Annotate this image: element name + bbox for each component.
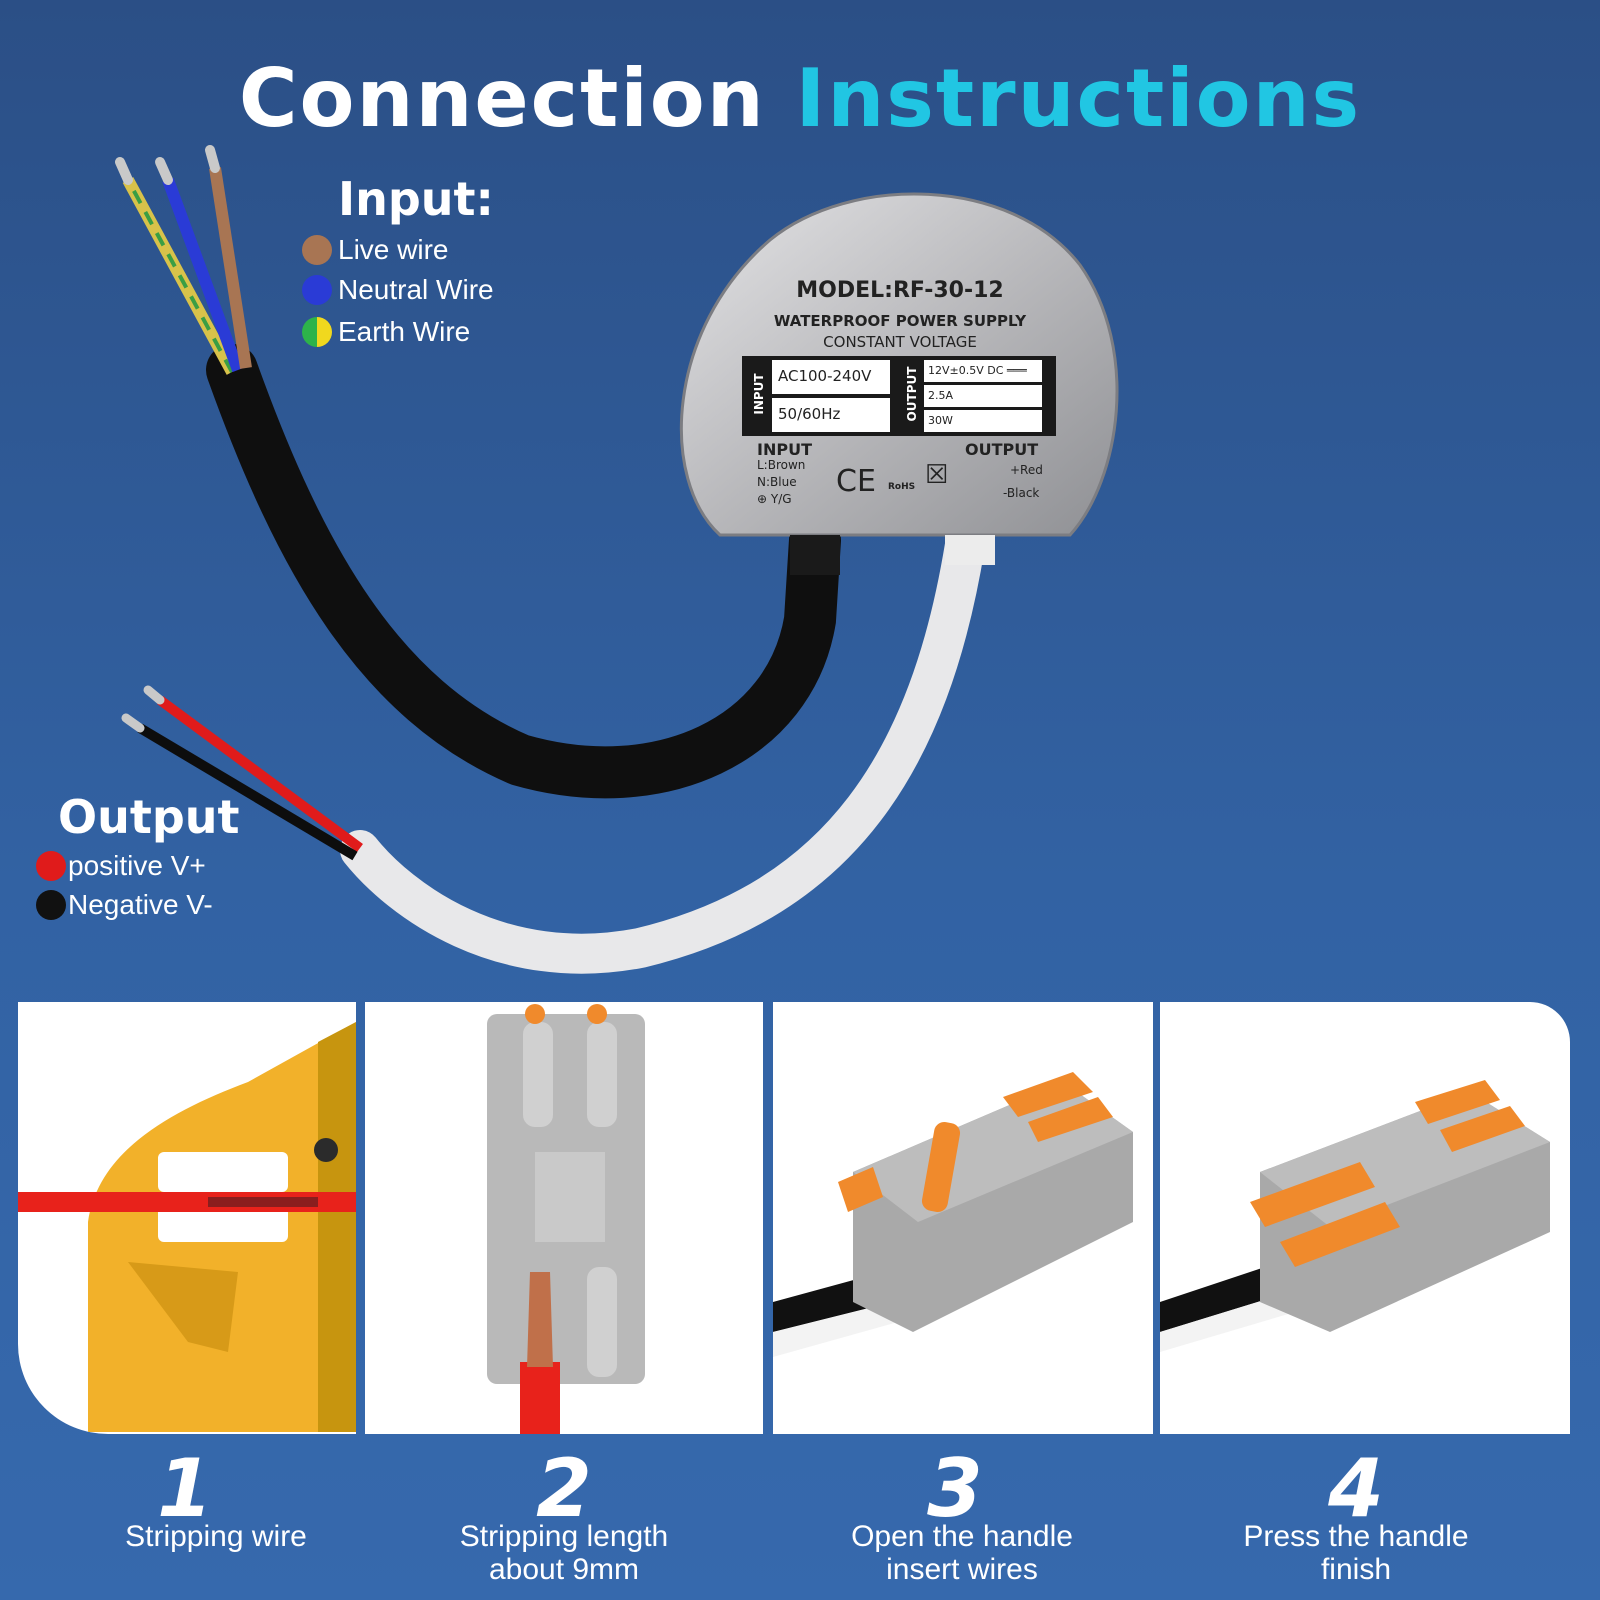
output-line-1: +Red bbox=[1010, 463, 1043, 477]
step-1-number: 1 bbox=[157, 1442, 213, 1535]
input-heading: INPUT bbox=[757, 440, 812, 459]
legend-neutral-wire: Neutral Wire bbox=[302, 274, 494, 306]
step-2-number: 2 bbox=[536, 1442, 592, 1535]
step-4-number: 4 bbox=[1328, 1442, 1384, 1535]
input-tag: INPUT bbox=[752, 373, 766, 415]
output-power: 30W bbox=[928, 414, 953, 427]
output-cable bbox=[340, 525, 985, 974]
connector-top-view-icon bbox=[487, 1004, 645, 1434]
input-frequency: 50/60Hz bbox=[778, 405, 841, 423]
neutral-wire bbox=[162, 177, 244, 373]
black-wire bbox=[137, 723, 358, 861]
input-voltage: AC100-240V bbox=[778, 367, 872, 385]
input-cable bbox=[206, 344, 841, 799]
title-part-2: Instructions bbox=[795, 52, 1362, 145]
rohs-icon: RoHS bbox=[888, 482, 916, 492]
title-part-1: Connection bbox=[238, 52, 766, 145]
output-tag: OUTPUT bbox=[905, 366, 919, 422]
red-wire bbox=[157, 695, 363, 853]
live-wire-swatch bbox=[302, 235, 332, 265]
step-3-caption: Open the handle insert wires bbox=[851, 1520, 1073, 1586]
negative-swatch bbox=[36, 890, 66, 920]
legend-live-wire: Live wire bbox=[302, 234, 448, 266]
step-2-caption: Stripping length about 9mm bbox=[459, 1520, 669, 1586]
step-3-number: 3 bbox=[927, 1442, 983, 1535]
page-title: Connection Instructions bbox=[0, 52, 1600, 145]
step-2-image bbox=[365, 1002, 763, 1434]
weee-bin-icon: ☒ bbox=[925, 460, 949, 490]
step-4-caption: Press the handle finish bbox=[1243, 1520, 1469, 1586]
earth-wire-swatch bbox=[302, 317, 332, 347]
input-line-2: N:Blue bbox=[757, 475, 797, 489]
output-current: 2.5A bbox=[928, 389, 954, 402]
positive-swatch bbox=[36, 851, 66, 881]
device-model: MODEL:RF-30-12 bbox=[796, 278, 1004, 303]
power-supply-illustration bbox=[115, 145, 1119, 974]
wire-stripper-icon bbox=[18, 1022, 356, 1432]
output-legend-heading: Output bbox=[58, 790, 240, 844]
connector-open-handle-icon bbox=[773, 1072, 1133, 1357]
legend-earth-wire: Earth Wire bbox=[302, 316, 470, 348]
step-4-image bbox=[1160, 1002, 1570, 1434]
device-type: WATERPROOF POWER SUPPLY bbox=[773, 312, 1027, 330]
live-wire bbox=[209, 167, 252, 369]
step-1-caption: Stripping wire bbox=[125, 1520, 307, 1553]
neutral-wire-swatch bbox=[302, 275, 332, 305]
input-line-3: ⊕ Y/G bbox=[757, 492, 792, 506]
legend-negative: Negative V- bbox=[36, 889, 213, 921]
output-voltage: 12V±0.5V DC ═══ bbox=[928, 364, 1027, 377]
step-3-image bbox=[773, 1002, 1153, 1434]
device-mode: CONSTANT VOLTAGE bbox=[823, 333, 977, 351]
ce-mark-icon: CE bbox=[836, 464, 876, 499]
output-heading: OUTPUT bbox=[965, 440, 1039, 459]
step-1-image bbox=[18, 1002, 356, 1434]
legend-positive: positive V+ bbox=[36, 850, 206, 882]
input-legend-heading: Input: bbox=[338, 172, 494, 226]
output-line-2: -Black bbox=[1003, 486, 1040, 500]
input-line-1: L:Brown bbox=[757, 458, 806, 472]
connector-closed-handle-icon bbox=[1160, 1080, 1550, 1352]
